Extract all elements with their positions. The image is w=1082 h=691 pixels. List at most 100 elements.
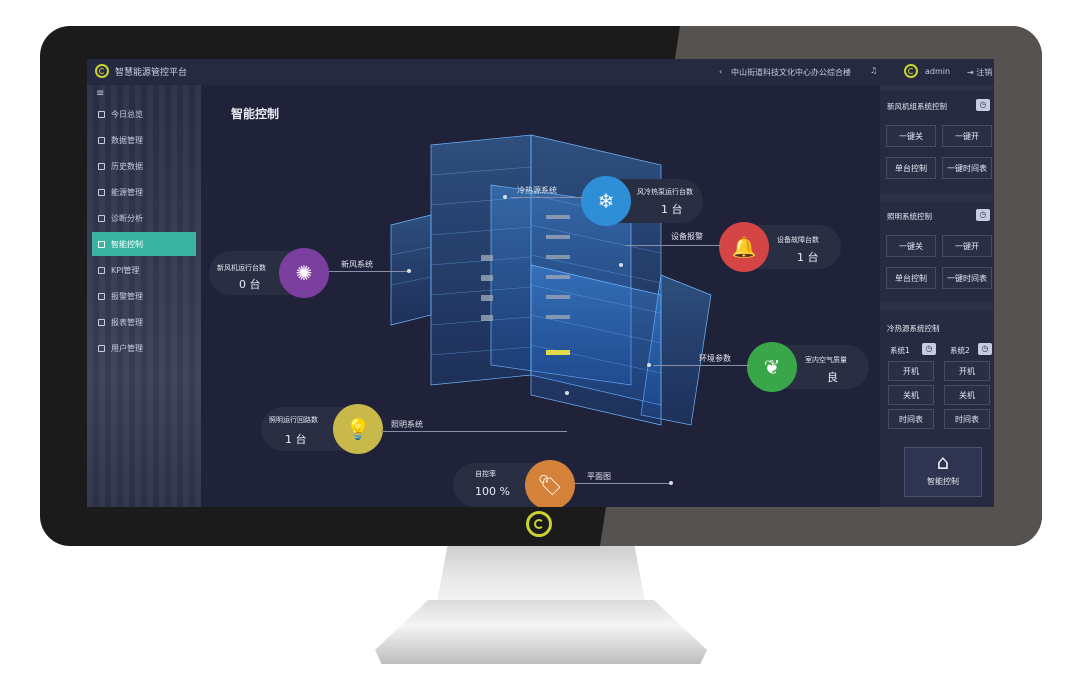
sidebar-item-label: 历史数据 bbox=[111, 161, 143, 171]
clock-icon[interactable]: ◷ bbox=[922, 343, 936, 355]
sidebar-item-label: KPI管理 bbox=[111, 265, 140, 275]
heatpump-value: 1 台 bbox=[661, 203, 683, 216]
report-icon bbox=[98, 318, 105, 326]
fresh-air-leader bbox=[329, 271, 409, 272]
sidebar-item-history[interactable]: 历史数据 bbox=[92, 154, 196, 178]
building-selector[interactable]: 中山街道科技文化中心办公综合楼 bbox=[731, 68, 851, 77]
lighting-leader bbox=[381, 431, 567, 432]
schedule-button[interactable]: 一键时间表 bbox=[942, 157, 992, 179]
air-quality-leader bbox=[653, 365, 749, 366]
fan-icon: ✺ bbox=[279, 248, 329, 298]
username[interactable]: admin bbox=[925, 67, 951, 76]
clock-icon[interactable]: ◷ bbox=[976, 209, 990, 221]
smart-control-tile[interactable]: ⌂ 智能控制 bbox=[904, 447, 982, 497]
sidebar-background bbox=[87, 85, 201, 507]
sidebar-item-energy[interactable]: 能源管理 bbox=[92, 180, 196, 204]
all-on-button[interactable]: 一键开 bbox=[942, 235, 992, 257]
heatpump-leader bbox=[511, 197, 583, 198]
bulb-icon: 💡 bbox=[333, 404, 383, 454]
menu-toggle-icon[interactable]: ≡ bbox=[96, 88, 105, 99]
lighting-stat[interactable]: 照明运行回路数 1 台 💡 bbox=[261, 404, 383, 454]
all-off-button[interactable]: 一键关 bbox=[886, 235, 936, 257]
clock-icon[interactable]: ◷ bbox=[976, 99, 990, 111]
heatpump-dot bbox=[503, 195, 507, 199]
fault-value: 1 台 bbox=[797, 251, 819, 264]
single-control-button[interactable]: 单台控制 bbox=[886, 267, 936, 289]
user-avatar-icon bbox=[904, 64, 918, 78]
section-title: 新风机组系统控制 bbox=[887, 102, 947, 111]
all-off-button[interactable]: 一键关 bbox=[886, 125, 936, 147]
sidebar-item-label: 今日总览 bbox=[111, 109, 143, 119]
fault-leader bbox=[625, 245, 721, 246]
sidebar-item-diagnosis[interactable]: 诊断分析 bbox=[92, 206, 196, 230]
brand-logo bbox=[526, 511, 552, 537]
air-quality-label: 室内空气质量 bbox=[805, 356, 847, 364]
logout-button[interactable]: ⇥ 注销 bbox=[967, 67, 992, 78]
fresh-air-value: 0 台 bbox=[239, 278, 261, 291]
single-control-button[interactable]: 单台控制 bbox=[886, 157, 936, 179]
sidebar-item-label: 诊断分析 bbox=[111, 213, 143, 223]
sidebar-item-overview[interactable]: 今日总览 bbox=[92, 102, 196, 126]
overview-icon bbox=[98, 110, 105, 118]
system1-off-button[interactable]: 关机 bbox=[888, 385, 934, 405]
fresh-air-stat[interactable]: 新风机运行台数 0 台 ✺ bbox=[209, 248, 329, 298]
system1-label: 系统1 bbox=[890, 346, 910, 355]
heatpump-label: 风冷热泵运行台数 bbox=[637, 188, 693, 196]
sidebar-item-label: 报警管理 bbox=[111, 291, 143, 301]
diagnosis-icon bbox=[98, 214, 105, 222]
self-control-leader bbox=[573, 483, 669, 484]
control-icon bbox=[98, 240, 105, 248]
sidebar-item-label: 能源管理 bbox=[111, 187, 143, 197]
monitor-stand-base bbox=[375, 600, 707, 664]
kpi-icon bbox=[98, 266, 105, 274]
heatpump-stat[interactable]: ❄ 风冷热泵运行台数 1 台 bbox=[581, 176, 703, 226]
sidebar-item-kpi[interactable]: KPI管理 bbox=[92, 258, 196, 282]
app-logo-icon bbox=[95, 64, 109, 78]
heatpump-callout: 冷热源系统 bbox=[517, 186, 557, 195]
control-panel: 新风机组系统控制 ◷ 一键关 一键开 单台控制 一键时间表 照明系统控制 ◷ 一… bbox=[880, 85, 994, 507]
air-quality-callout: 环境参数 bbox=[699, 354, 731, 363]
main-content: 智能控制 bbox=[201, 85, 880, 507]
system1-schedule-button[interactable]: 时间表 bbox=[888, 409, 934, 429]
system1-on-button[interactable]: 开机 bbox=[888, 361, 934, 381]
lighting-control-section: 照明系统控制 ◷ 一键关 一键开 单台控制 一键时间表 bbox=[880, 201, 994, 303]
logout-icon: ⇥ bbox=[967, 68, 974, 77]
self-control-label: 自控率 bbox=[475, 470, 496, 478]
topbar: 智慧能源管控平台 ‹ 中山街道科技文化中心办公综合楼 ♫ admin ⇥ 注销 bbox=[87, 59, 994, 85]
app-brand[interactable]: 智慧能源管控平台 bbox=[95, 64, 187, 78]
self-control-value: 100 % bbox=[475, 485, 510, 498]
sidebar-item-report[interactable]: 报表管理 bbox=[92, 310, 196, 334]
self-control-stat[interactable]: 自控率 100 % 🏷 bbox=[453, 460, 575, 507]
air-quality-stat[interactable]: ❦ 室内空气质量 良 bbox=[747, 342, 869, 392]
sidebar-item-user[interactable]: 用户管理 bbox=[92, 336, 196, 360]
sidebar-item-label: 报表管理 bbox=[111, 317, 143, 327]
system2-schedule-button[interactable]: 时间表 bbox=[944, 409, 990, 429]
user-icon bbox=[98, 344, 105, 352]
alarm-icon bbox=[98, 292, 105, 300]
page-title: 智能控制 bbox=[231, 107, 280, 121]
sidebar-item-control[interactable]: 智能控制 bbox=[92, 232, 196, 256]
building-3d-model[interactable] bbox=[331, 125, 751, 445]
back-icon[interactable]: ‹ bbox=[719, 67, 723, 76]
snowflake-sun-icon: ❄ bbox=[581, 176, 631, 226]
schedule-button[interactable]: 一键时间表 bbox=[942, 267, 992, 289]
all-on-button[interactable]: 一键开 bbox=[942, 125, 992, 147]
fault-stat[interactable]: 🔔 设备故障台数 1 台 bbox=[719, 222, 841, 272]
app-screen: 智慧能源管控平台 ‹ 中山街道科技文化中心办公综合楼 ♫ admin ⇥ 注销 … bbox=[87, 59, 994, 507]
section-title: 冷热源系统控制 bbox=[887, 324, 940, 333]
bell-icon[interactable]: ♫ bbox=[870, 66, 878, 75]
sidebar-item-data[interactable]: 数据管理 bbox=[92, 128, 196, 152]
system2-off-button[interactable]: 关机 bbox=[944, 385, 990, 405]
system2-label: 系统2 bbox=[950, 346, 970, 355]
logout-label: 注销 bbox=[976, 68, 993, 77]
sidebar-item-label: 数据管理 bbox=[111, 135, 143, 145]
history-icon bbox=[98, 162, 105, 170]
sidebar-item-alarm[interactable]: 报警管理 bbox=[92, 284, 196, 308]
tags-icon: 🏷 bbox=[525, 460, 575, 507]
system2-on-button[interactable]: 开机 bbox=[944, 361, 990, 381]
fresh-air-label: 新风机运行台数 bbox=[217, 264, 266, 272]
clock-icon[interactable]: ◷ bbox=[978, 343, 992, 355]
app-title: 智慧能源管控平台 bbox=[115, 67, 188, 78]
self-control-callout: 平面图 bbox=[587, 472, 611, 481]
sidebar-item-label: 智能控制 bbox=[111, 239, 143, 249]
